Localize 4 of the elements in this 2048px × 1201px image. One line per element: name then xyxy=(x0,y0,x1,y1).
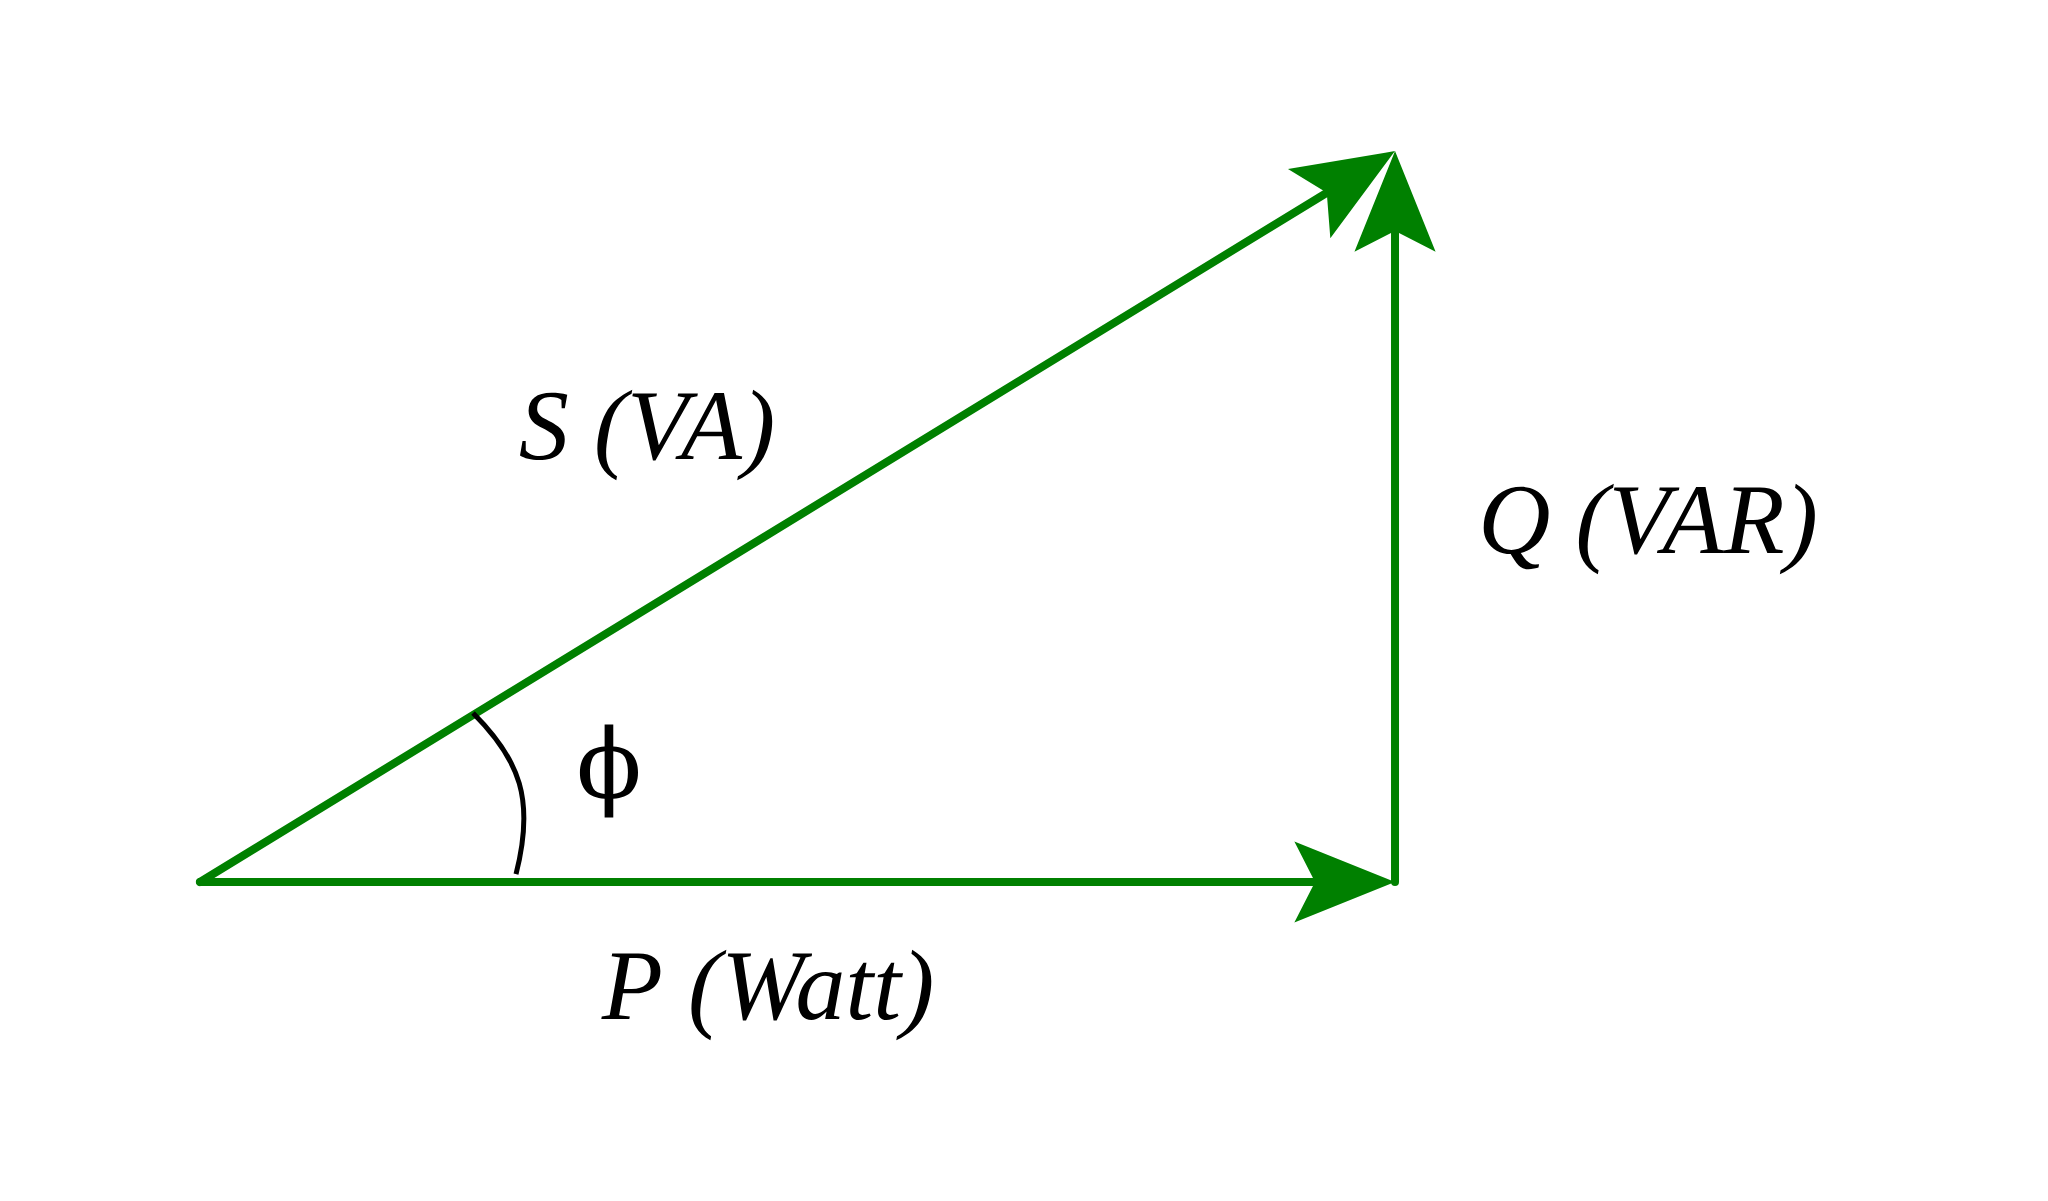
vector-label: S (VA) xyxy=(520,389,773,481)
vector-label: Q (VAR) xyxy=(1483,483,1815,575)
vector-label: P (Watt) xyxy=(601,949,932,1041)
vector-label: ϕ xyxy=(579,724,638,818)
